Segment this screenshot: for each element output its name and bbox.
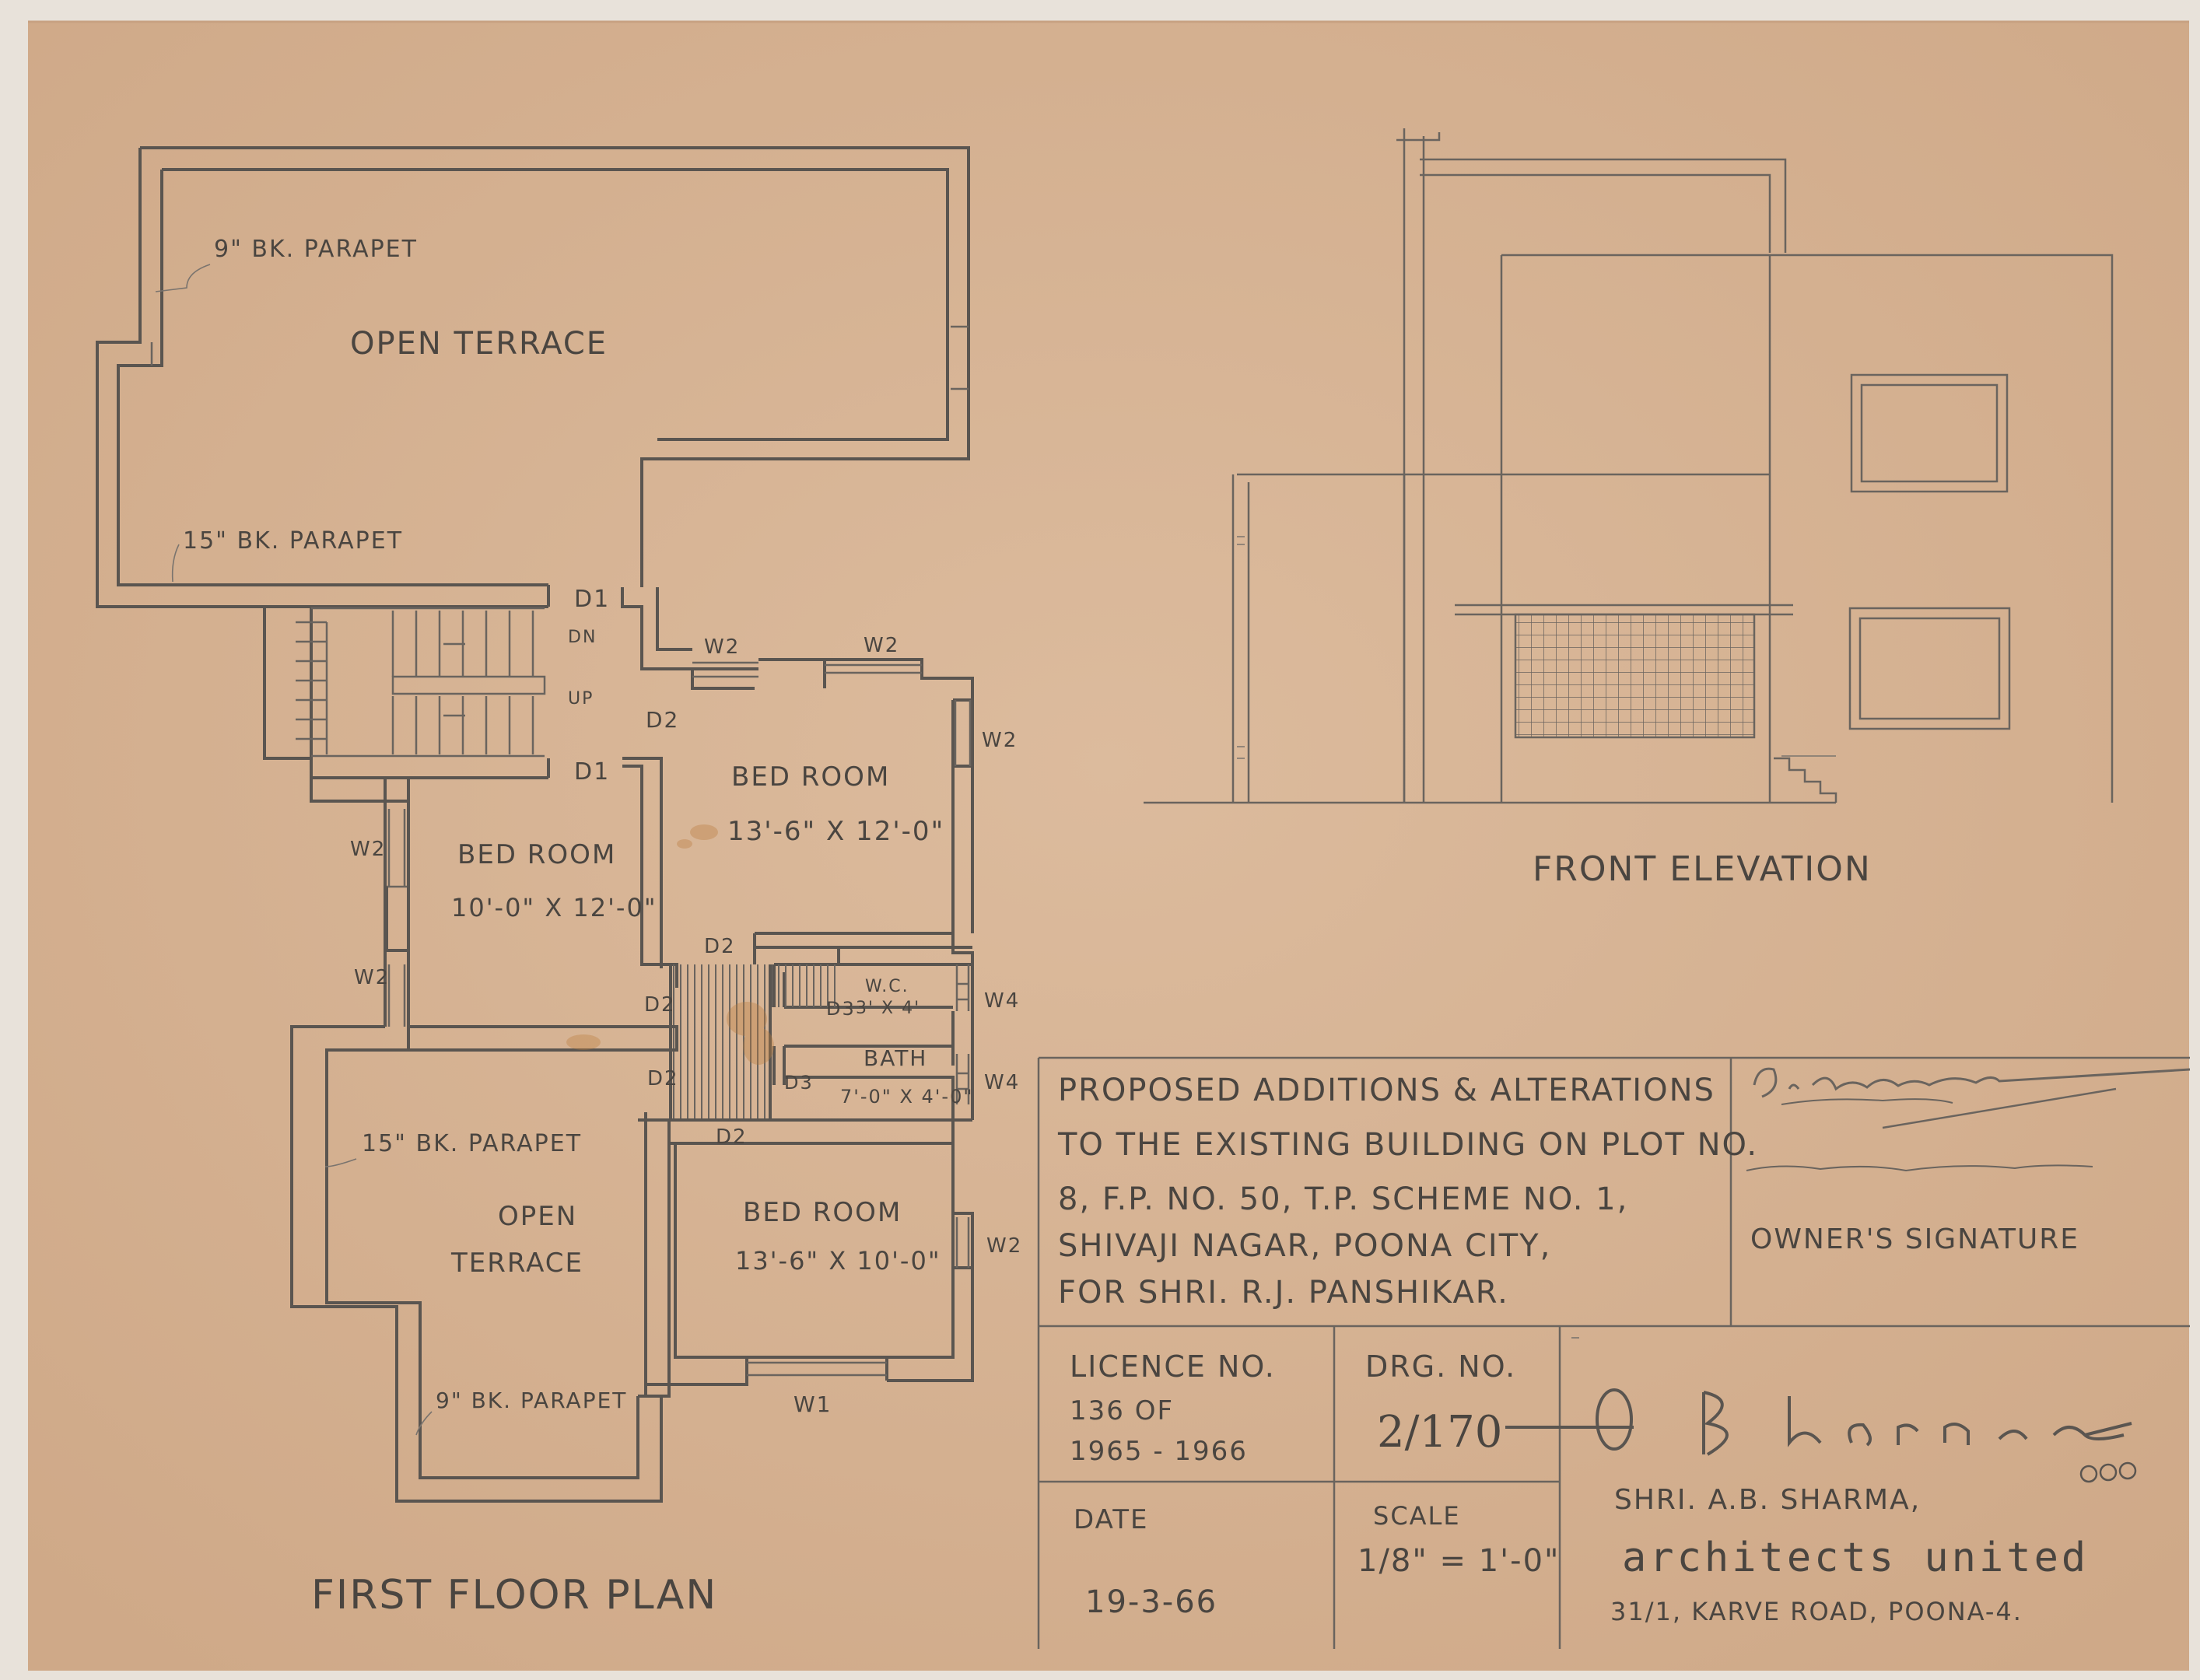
d2-top-label: D2 xyxy=(646,707,679,733)
open-terrace-bottom-2: TERRACE xyxy=(450,1248,583,1279)
d2-mid-label: D2 xyxy=(704,935,736,958)
desc-line-3: 8, F.P. NO. 50, T.P. SCHEME NO. 1, xyxy=(1058,1181,1628,1217)
w2-left-b-label: W2 xyxy=(354,966,390,989)
licence-no: 136 OF xyxy=(1070,1395,1174,1426)
d1-top-label: D1 xyxy=(574,586,610,613)
w1-label: W1 xyxy=(793,1391,832,1417)
d3-bath-label: D3 xyxy=(784,1072,814,1094)
d2-left-label: D2 xyxy=(644,993,676,1017)
first-floor-plan xyxy=(96,146,974,1503)
w2-left-a-label: W2 xyxy=(350,838,386,861)
d2-low-left-label: D2 xyxy=(647,1067,679,1090)
dn-label: DN xyxy=(568,628,597,647)
drg-label: DRG. NO. xyxy=(1365,1349,1516,1384)
desc-line-2: TO THE EXISTING BUILDING ON PLOT NO. xyxy=(1057,1127,1758,1163)
wc-size: 3' X 4' xyxy=(856,999,920,1018)
plan-title: FIRST FLOOR PLAN xyxy=(311,1572,717,1619)
title-block xyxy=(1037,1056,2190,1649)
desc-line-1: PROPOSED ADDITIONS & ALTERATIONS xyxy=(1058,1073,1715,1108)
bed-bottom-name: BED ROOM xyxy=(743,1197,902,1228)
up-label: UP xyxy=(568,689,594,709)
scale-label: SCALE xyxy=(1373,1501,1461,1531)
bed-right-size: 13'-6" X 12'-0" xyxy=(727,816,944,847)
firm-name: architects united xyxy=(1622,1535,2089,1581)
architect-signature xyxy=(1505,1388,2137,1483)
parapet-9-top-label: 9" BK. PARAPET xyxy=(214,236,418,263)
open-terrace-bottom-1: OPEN xyxy=(498,1201,577,1232)
d2-low-label: D2 xyxy=(716,1125,748,1149)
bed-right-name: BED ROOM xyxy=(731,761,890,793)
plan-labels: 9" BK. PARAPET OPEN TERRACE 15" BK. PARA… xyxy=(155,236,1022,1619)
bath-name: BATH xyxy=(864,1045,927,1071)
date-label: DATE xyxy=(1074,1504,1148,1535)
parapet-15-top-label: 15" BK. PARAPET xyxy=(183,527,403,555)
w4-b-label: W4 xyxy=(984,1071,1020,1094)
drg-no: 2/170 xyxy=(1377,1407,1502,1458)
bed-bottom-size: 13'-6" X 10'-0" xyxy=(735,1246,941,1276)
elevation-title: FRONT ELEVATION xyxy=(1533,849,1872,889)
title-description: PROPOSED ADDITIONS & ALTERATIONS TO THE … xyxy=(1057,1073,1758,1311)
architect-name: SHRI. A.B. SHARMA, xyxy=(1614,1484,1921,1516)
owner-signature-label: OWNER'S SIGNATURE xyxy=(1750,1223,2079,1255)
desc-line-4: SHIVAJI NAGAR, POONA CITY, xyxy=(1058,1228,1551,1264)
licence-years: 1965 - 1966 xyxy=(1070,1436,1248,1467)
parapet-9-bottom-label: 9" BK. PARAPET xyxy=(436,1388,627,1413)
front-elevation xyxy=(1144,128,2114,804)
open-terrace-top-label: OPEN TERRACE xyxy=(350,326,608,362)
desc-line-5: FOR SHRI. R.J. PANSHIKAR. xyxy=(1058,1275,1509,1311)
date-value: 19-3-66 xyxy=(1085,1584,1217,1620)
w2-a-label: W2 xyxy=(704,635,740,659)
d3-wc-label: D3 xyxy=(826,998,856,1020)
bath-size: 7'-0" X 4'-0" xyxy=(840,1086,973,1108)
wc-name: W.C. xyxy=(865,977,909,996)
w2-b-label: W2 xyxy=(864,634,899,657)
owner-signature xyxy=(1746,1067,2191,1172)
parapet-15-bottom-label: 15" BK. PARAPET xyxy=(362,1130,582,1157)
firm-address: 31/1, KARVE ROAD, POONA-4. xyxy=(1610,1597,2023,1626)
scale-value: 1/8" = 1'-0" xyxy=(1357,1543,1560,1579)
w2-c-label: W2 xyxy=(982,729,1018,752)
w2-right-bottom-label: W2 xyxy=(986,1234,1022,1258)
d1-bottom-label: D1 xyxy=(574,758,610,786)
stain-marks xyxy=(566,824,774,1065)
licence-label: LICENCE NO. xyxy=(1070,1349,1276,1384)
bed-left-name: BED ROOM xyxy=(457,839,616,870)
bed-left-size: 10'-0" X 12'-0" xyxy=(451,893,657,922)
w4-a-label: W4 xyxy=(984,989,1020,1013)
